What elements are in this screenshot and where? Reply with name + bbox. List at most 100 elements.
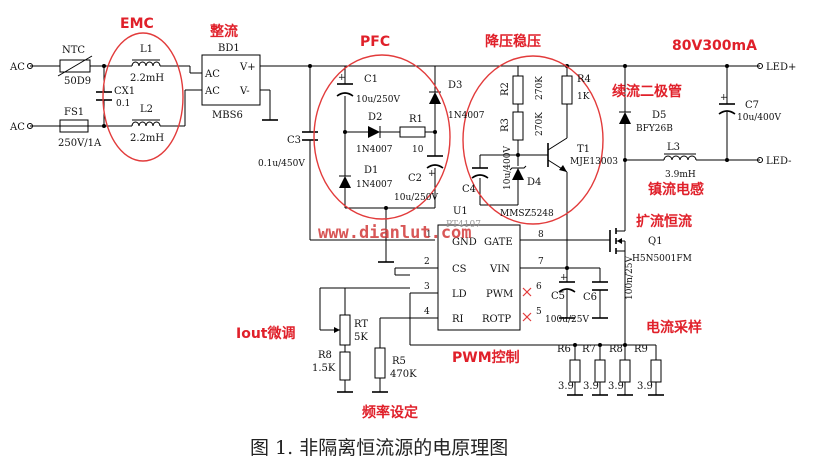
r4-value: 1K — [577, 92, 590, 102]
l2-label: L2 — [140, 104, 153, 115]
d5-label: D5 — [652, 110, 666, 121]
r8-value: 1.5K — [312, 363, 336, 374]
ac-bottom-label: AC — [9, 122, 25, 133]
bd1-vminus: V- — [239, 86, 250, 97]
c2-value: 10u/250V — [394, 193, 438, 203]
bd1-vplus: V+ — [239, 62, 256, 73]
r6-value: 3.9 — [558, 381, 574, 392]
bd1-label: BD1 — [218, 43, 240, 54]
ic-gnd-label: GND — [452, 237, 477, 248]
wires — [30, 64, 760, 396]
ic-gate-label: GATE — [484, 237, 513, 248]
current-expand-annotation: 扩流恒流 — [636, 213, 692, 230]
ic-ri-label: RI — [452, 314, 464, 325]
d3-label: D3 — [448, 80, 462, 91]
ic-vin-label: VIN — [489, 264, 510, 275]
svg-text:+: + — [560, 273, 568, 283]
ic-pin8: 8 — [538, 230, 544, 240]
ac-top-label: AC — [9, 62, 25, 73]
iout-annotation: Iout微调 — [236, 325, 296, 342]
r4-label: R4 — [577, 74, 591, 85]
ic-pin7: 7 — [538, 257, 544, 267]
c4-value: 10u/400V — [503, 146, 513, 190]
rt-value: 5K — [354, 332, 368, 343]
ntc-label: NTC — [62, 45, 85, 56]
c1-value: 10u/250V — [356, 95, 400, 105]
cx1-value: 0.1 — [116, 99, 130, 109]
rt-label: RT — [354, 319, 368, 330]
component-symbols: + + — [27, 54, 763, 383]
cx1-label: CX1 — [114, 86, 135, 97]
c4-label: C4 — [462, 184, 476, 195]
ic-pwm-label: PWM — [486, 289, 513, 300]
l3-value: 3.9mH — [665, 170, 696, 180]
l1-label: L1 — [140, 44, 153, 55]
ic-pin2: 2 — [424, 257, 430, 267]
ic-pin-labels: GND GATE CS VIN LD PWM RI ROTP 1 8 2 7 3… — [424, 230, 544, 325]
l1-value: 2.2mH — [130, 73, 164, 84]
r7-value: 3.9 — [583, 381, 599, 392]
buck-annotation: 降压稳压 — [485, 33, 541, 50]
t1-value: MJE13003 — [570, 157, 618, 167]
c7-value: 10u/400V — [737, 113, 781, 123]
d1-value: 1N4007 — [356, 180, 393, 190]
pfc-ellipse — [313, 54, 451, 220]
fs1-label: FS1 — [64, 107, 84, 118]
l3-label: L3 — [667, 142, 680, 153]
ic-cs-label: CS — [452, 264, 467, 275]
fs1-value: 250V/1A — [58, 138, 102, 149]
watermark: www.dianlut.com — [318, 223, 472, 243]
c7-label: C7 — [745, 100, 759, 111]
r1-value: 10 — [412, 145, 424, 155]
r3-label: R3 — [500, 118, 511, 132]
c5-value: 100u/25V — [545, 315, 589, 325]
r6-label: R6 — [557, 344, 571, 355]
r5-value: 470K — [390, 369, 417, 380]
ic-ld-label: LD — [452, 289, 467, 300]
c6-value: 100n/25V — [625, 256, 635, 300]
u1-part: PT4107 — [446, 220, 481, 230]
r8b-label: R8 — [609, 344, 623, 355]
ntc-value: 50D9 — [64, 76, 91, 87]
c3-label: C3 — [287, 135, 301, 146]
u1-label: U1 — [453, 206, 468, 217]
r9-value: 3.9 — [637, 381, 653, 392]
q1-value: H5N5001FM — [632, 254, 692, 264]
d2-value: 1N4007 — [356, 145, 393, 155]
emc-annotation: EMC — [120, 16, 154, 32]
buck-ellipse — [462, 55, 604, 225]
led-minus-label: LED- — [766, 156, 792, 167]
q1-label: Q1 — [648, 236, 663, 247]
r3-value: 270K — [535, 112, 545, 136]
annotation-ellipses — [102, 32, 604, 225]
svg-text:+: + — [720, 93, 728, 103]
c2-label: C2 — [408, 173, 422, 184]
r1-label: R1 — [409, 114, 423, 125]
r5-label: R5 — [392, 356, 406, 367]
output-rating-annotation: 80V300mA — [672, 38, 757, 54]
d4-value: MMSZ5248 — [500, 209, 554, 219]
d3-value: 1N4007 — [448, 111, 485, 121]
r2-value: 270K — [535, 76, 545, 100]
ic-pin5: 5 — [536, 307, 542, 317]
annotations: EMC 整流 PFC 降压稳压 80V300mA 续流二极管 镇流电感 扩流恒流… — [120, 16, 757, 421]
svg-text:+: + — [338, 73, 346, 83]
r8b-value: 3.9 — [608, 381, 624, 392]
bd1-ac2: AC — [204, 86, 220, 97]
rectify-annotation: 整流 — [209, 23, 238, 40]
freewheel-annotation: 续流二极管 — [612, 83, 682, 100]
d4-label: D4 — [527, 177, 541, 188]
ic-pin6: 6 — [536, 282, 542, 292]
r7-label: R7 — [582, 344, 596, 355]
ic-rotp-label: ROTP — [482, 314, 511, 325]
bd1-ac1: AC — [204, 69, 220, 80]
emc-ellipse — [102, 32, 184, 162]
pwm-control-annotation: PWM控制 — [452, 349, 520, 366]
c3-value: 0.1u/450V — [258, 159, 305, 169]
svg-text:+: + — [428, 169, 436, 179]
ballast-annotation: 镇流电感 — [648, 181, 704, 198]
led-plus-label: LED+ — [766, 62, 796, 73]
c1-label: C1 — [364, 74, 378, 85]
component-labels: AC AC NTC 50D9 FS1 250V/1A L1 2.2mH L2 2… — [9, 43, 796, 392]
